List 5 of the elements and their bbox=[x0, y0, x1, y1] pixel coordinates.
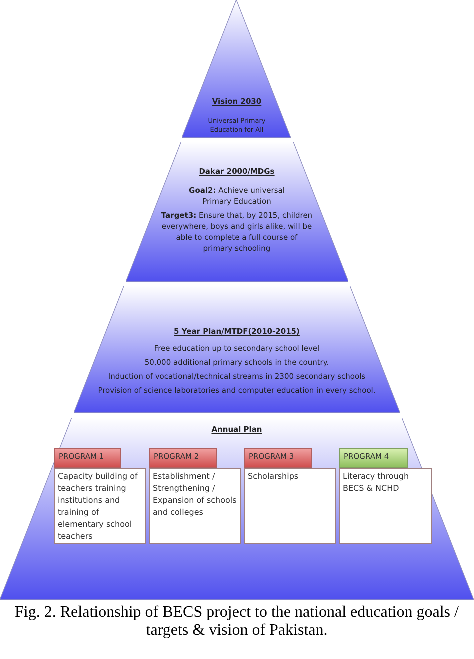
figure-caption: Fig. 2. Relationship of BECS project to the national education goals / targets & vision of Pakistan. bbox=[14, 604, 460, 640]
program-box: Establishment / Strengthening / Expansion of schools and colleges bbox=[149, 468, 241, 544]
program-box: Scholarships bbox=[244, 468, 336, 544]
program-box: Capacity building of teachers training institutions and training of elementary school teachers bbox=[54, 468, 146, 544]
program-box: Literacy through BECS & NCHD bbox=[339, 468, 432, 544]
